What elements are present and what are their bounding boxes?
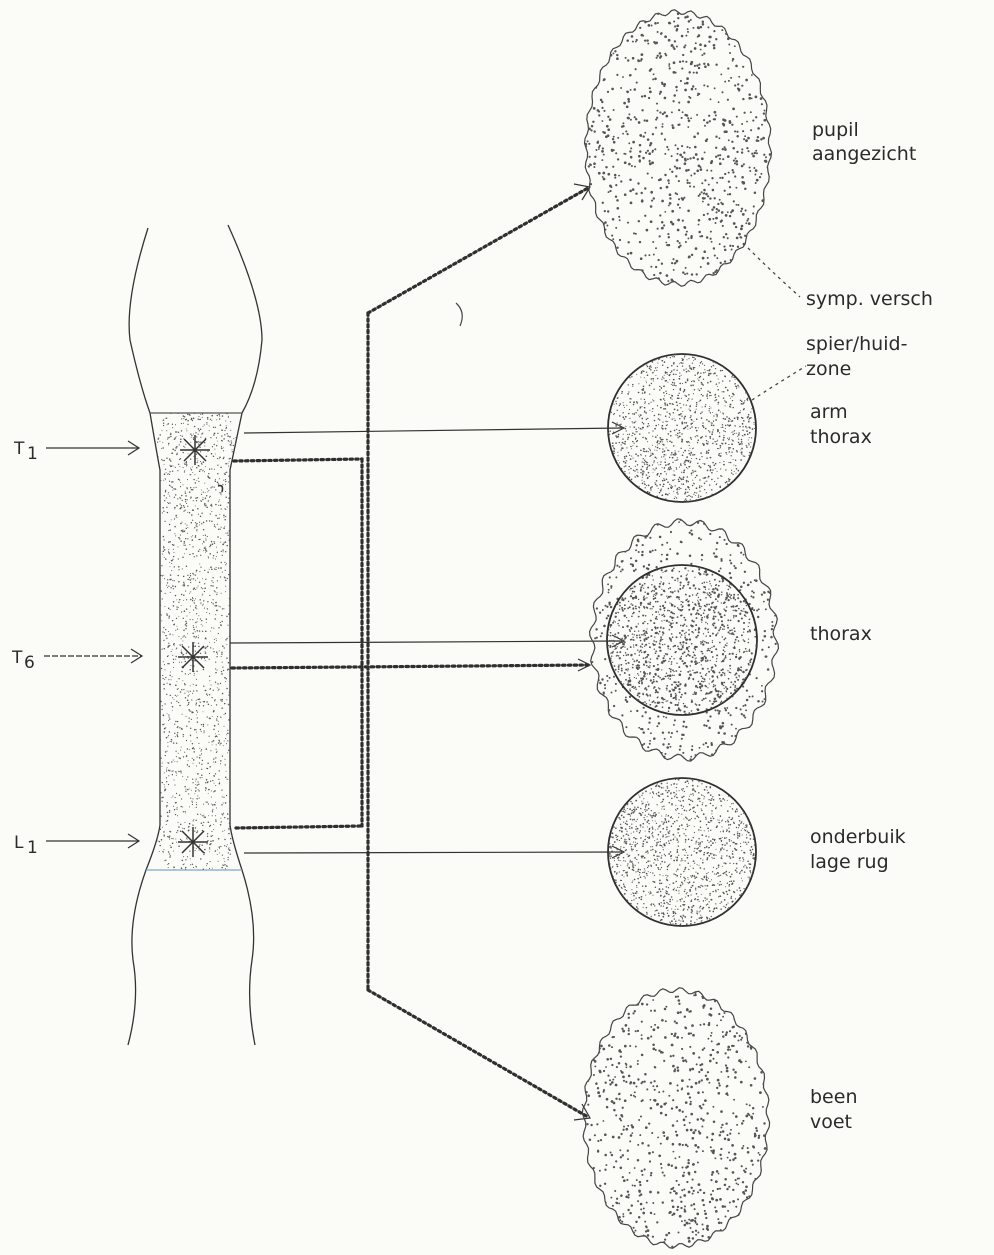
dotted-l1-connector (236, 826, 362, 828)
zone-lower-abdomen (602, 772, 762, 931)
cord-stipple (131, 381, 261, 898)
thorax-symp-zone-outline (590, 519, 779, 761)
solid-nerve-lines (230, 422, 624, 858)
zone-arm-thorax (602, 348, 763, 508)
zone-leg-foot (576, 981, 774, 1255)
label-onderbuik: onderbuik (810, 826, 906, 848)
arm-zone-stipple (602, 348, 763, 508)
leg-zone-outline (582, 988, 769, 1248)
label-arm-thorax: thorax (810, 426, 872, 448)
cord-right-outline (228, 225, 262, 1045)
label-thorax: thorax (810, 623, 872, 645)
dotted-t1-connector (234, 459, 362, 461)
segment-label-l1: L 1 (14, 833, 139, 858)
dotted-t6-connector (232, 665, 588, 668)
segment-l1-letter: L (14, 833, 24, 853)
stray-mark (456, 303, 462, 326)
leader-spier-huid (752, 366, 806, 400)
solid-line-t1 (244, 428, 622, 433)
label-spier-huid: spier/huid- (806, 333, 907, 355)
zone-labels: pupil aangezicht symp. versch spier/huid… (806, 119, 933, 1133)
dotted-diagonal-up (368, 188, 588, 313)
solid-line-l1 (244, 852, 622, 853)
label-been: been (810, 1086, 857, 1108)
segment-l1-subscript: 1 (27, 838, 38, 858)
ganglion-star-l1-icon (178, 827, 208, 857)
sympathetic-chain (232, 184, 590, 1120)
cord-left-outline (128, 228, 160, 1045)
segment-t1-subscript: 1 (27, 444, 38, 464)
pupil-zone-stipple (578, 4, 778, 291)
thorax-zone-stipple (601, 559, 763, 720)
segment-label-t1: T 1 (13, 439, 139, 464)
segment-label-t6: T 6 (11, 648, 142, 673)
stray-hook-mark (218, 486, 223, 492)
segment-t6-letter: T (11, 648, 23, 668)
leader-symp-versch (748, 248, 800, 297)
label-arm: arm (810, 401, 848, 423)
segment-t6-subscript: 6 (24, 653, 35, 673)
label-aangezicht: aangezicht (812, 143, 916, 165)
lower-zone-stipple (602, 772, 762, 931)
solid-line-t6 (230, 641, 622, 643)
label-lage-rug: lage rug (810, 851, 889, 873)
label-symp-versch: symp. versch (806, 288, 933, 310)
spinal-cord (128, 225, 262, 1045)
zone-pupil-face (578, 4, 778, 291)
ganglion-star-t6-icon (178, 642, 208, 672)
leg-zone-stipple (576, 981, 774, 1255)
label-voet: voet (810, 1111, 852, 1133)
ganglion-star-t1-icon (180, 435, 210, 465)
dotted-diagonal-down (368, 990, 588, 1117)
segment-t1-letter: T (13, 439, 25, 459)
label-zone: zone (806, 358, 851, 380)
thorax-zone-circle (607, 565, 757, 715)
label-pupil: pupil (812, 119, 859, 141)
